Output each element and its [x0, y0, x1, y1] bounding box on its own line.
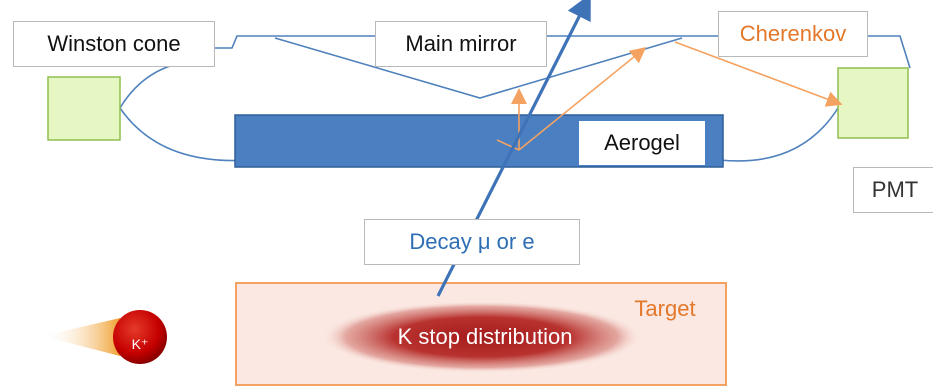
- kaon-label: K⁺: [131, 336, 149, 352]
- top-line-far-right: [866, 35, 911, 69]
- pmt-right: [837, 67, 909, 139]
- kaon-ball: [113, 310, 167, 364]
- top-line-left: [213, 35, 378, 49]
- winston-cone-left-top: [119, 59, 214, 109]
- pmt-left: [47, 76, 121, 141]
- cherenkov-ray-diagonal: [518, 46, 647, 151]
- winston-cone-label: Winston cone: [13, 21, 215, 67]
- main-mirror-label: Main mirror: [375, 21, 547, 67]
- winston-cone-left-bottom: [119, 107, 251, 162]
- winston-cone-right-bottom: [719, 107, 839, 162]
- cherenkov-ray-reflected: [674, 41, 843, 107]
- kaon-tail: [42, 318, 120, 356]
- main-mirror-surface: [274, 37, 683, 99]
- pmt-label: PMT: [853, 167, 933, 213]
- k-stop-label: K stop distribution: [397, 324, 573, 349]
- cherenkov-ray-short: [496, 139, 520, 151]
- target-label: Target: [634, 296, 696, 321]
- cherenkov-label: Cherenkov: [718, 11, 868, 57]
- cherenkov-rays: [496, 41, 843, 151]
- k-stop-distribution: [322, 301, 642, 373]
- aerogel-label: Aerogel: [579, 121, 705, 165]
- decay-label: Decay μ or e: [364, 219, 580, 265]
